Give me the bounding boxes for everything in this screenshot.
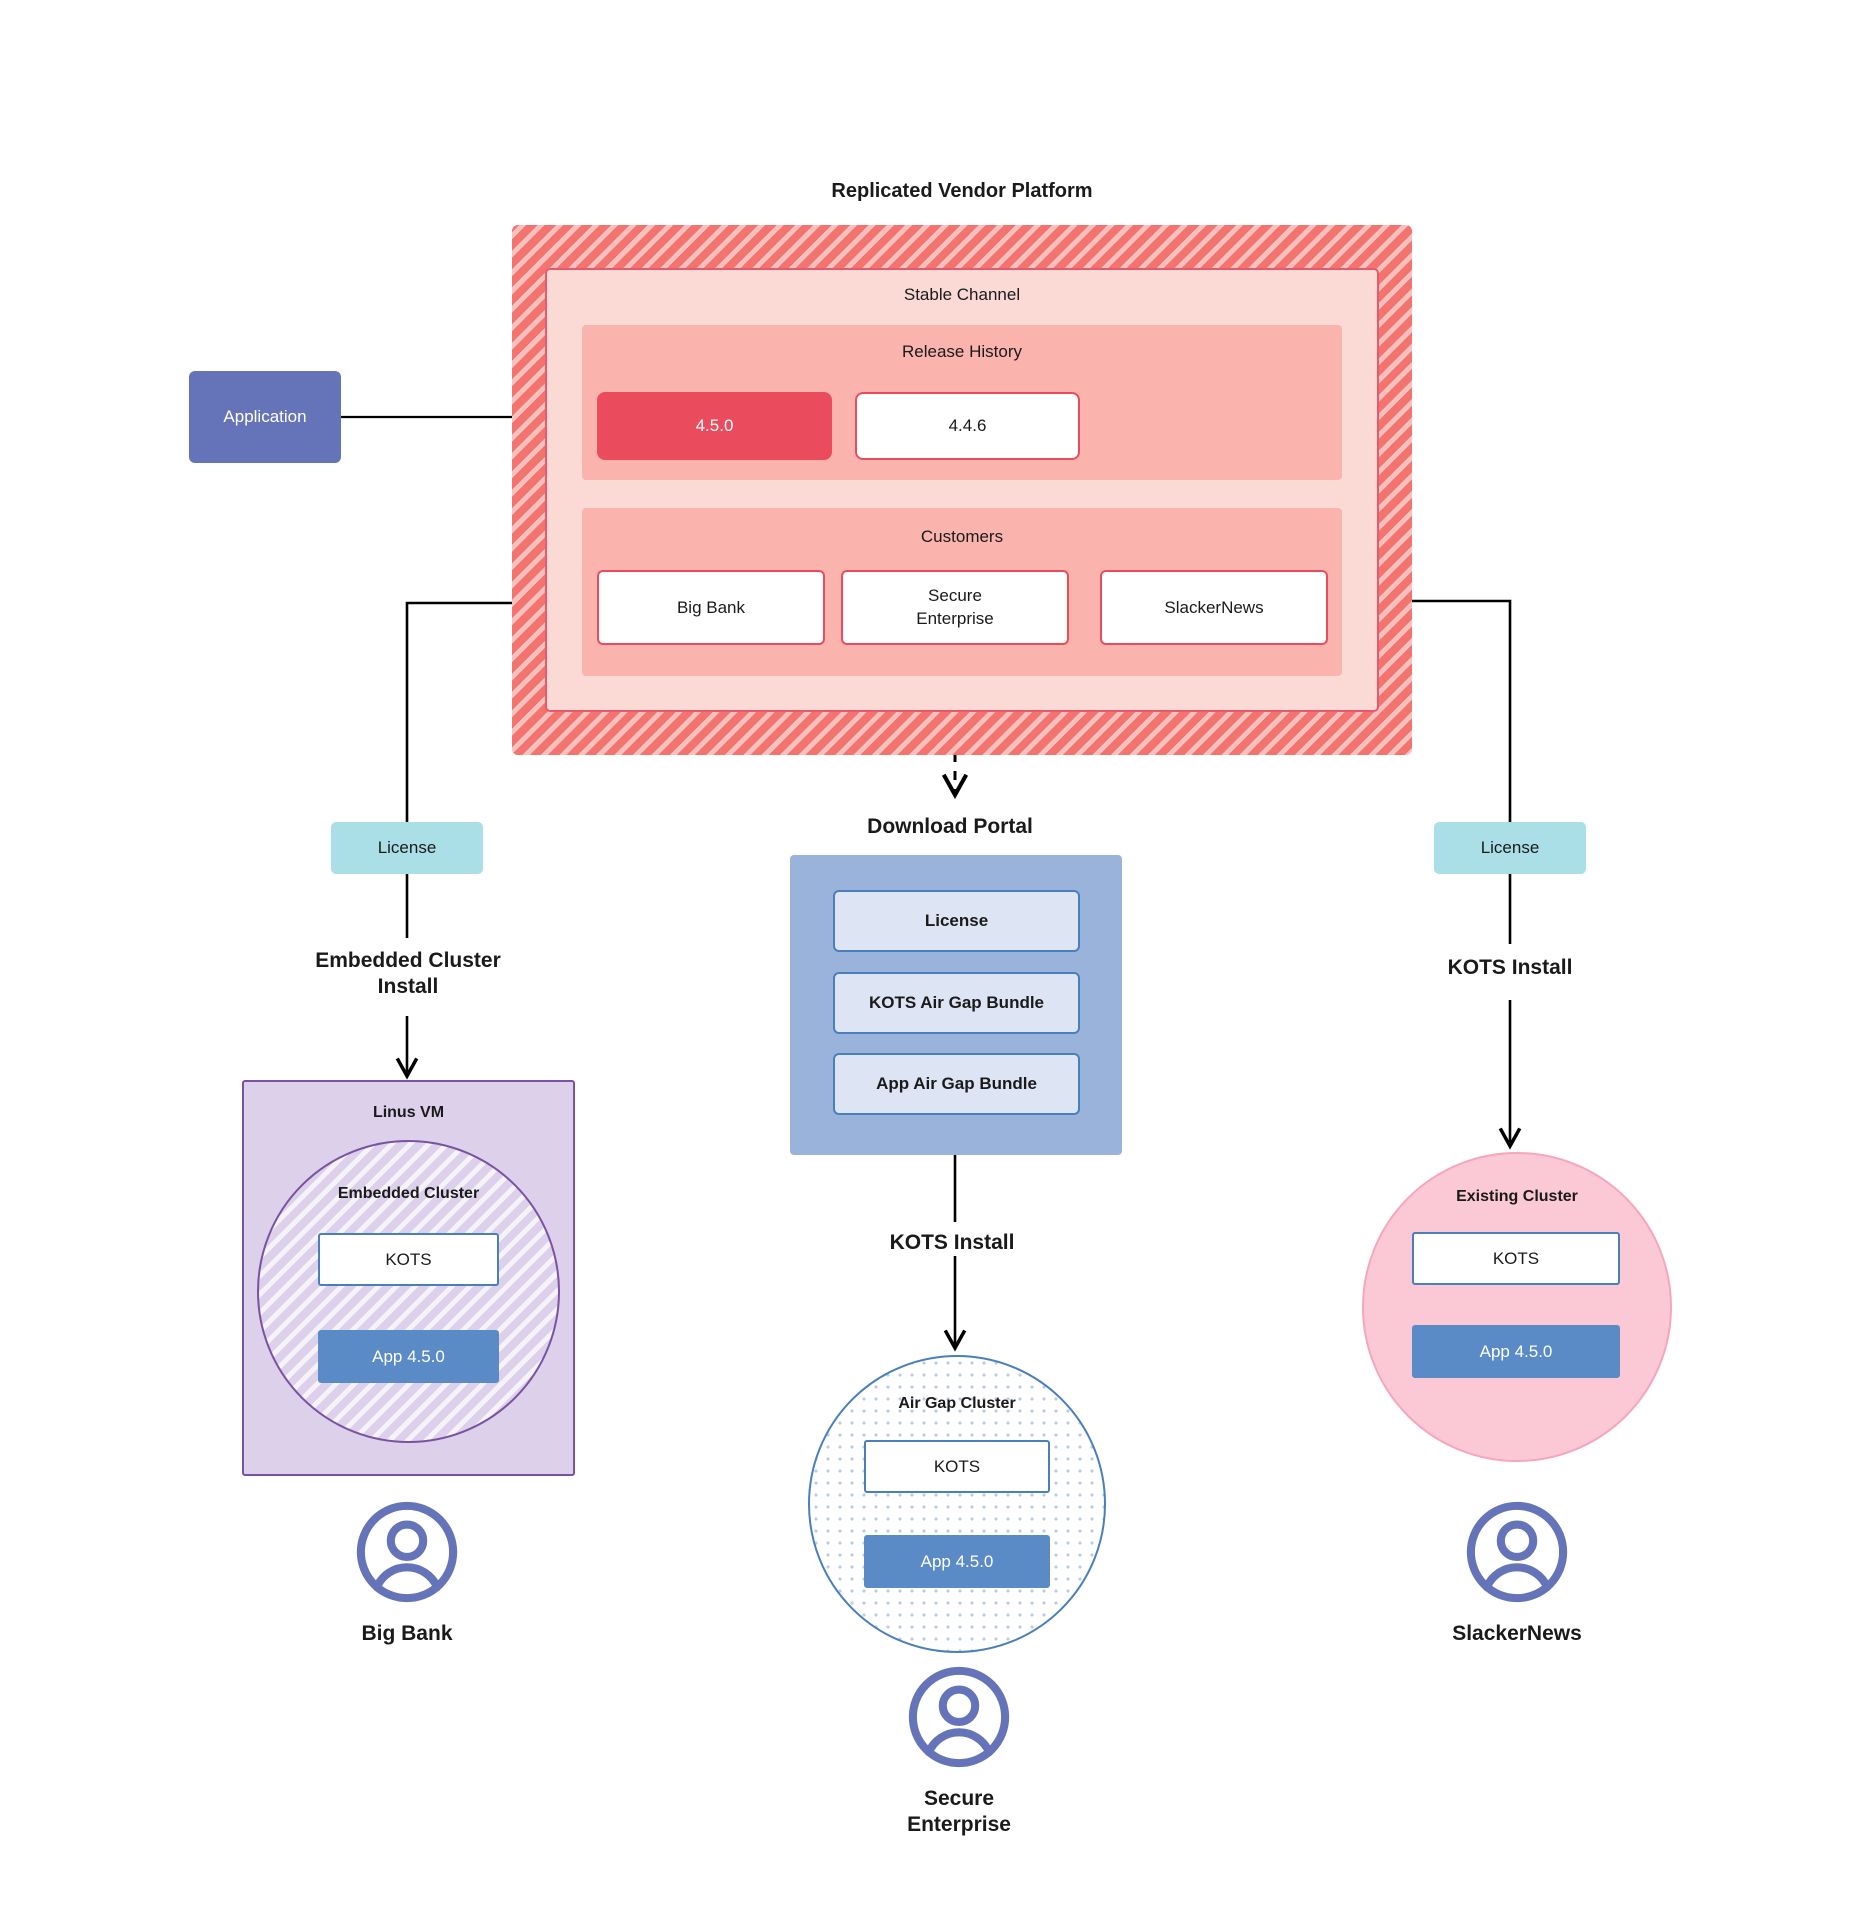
existing-cluster-circle [1362,1152,1672,1462]
persona-label-big-bank: Big Bank [361,1622,453,1645]
customer-box-secure-enterprise[interactable]: Secure Enterprise [841,570,1069,645]
edge-label-kots-install-center: KOTS Install [889,1231,1015,1254]
release-box-previous[interactable]: 4.4.6 [855,392,1080,460]
license-chip-right[interactable]: License [1434,822,1586,874]
embedded-cluster-app-box[interactable]: App 4.5.0 [318,1330,499,1383]
linux-vm-label: Linus VM [372,1104,445,1121]
air-gap-cluster-label: Air Gap Cluster [898,1395,1016,1412]
page-title: Replicated Vendor Platform [831,179,1093,202]
download-item-license[interactable]: License [833,890,1080,952]
persona-label-slackernews: SlackerNews [1452,1622,1582,1645]
persona-label-secure-enterprise: Secure Enterprise [907,1787,1011,1837]
persona-secure-enterprise: Secure Enterprise [849,1663,1069,1839]
download-portal-title: Download Portal [867,815,1033,838]
download-item-app-air-gap-bundle[interactable]: App Air Gap Bundle [833,1053,1080,1115]
embedded-cluster-circle [257,1140,560,1443]
existing-cluster-kots-box[interactable]: KOTS [1412,1232,1620,1285]
customer-box-big-bank[interactable]: Big Bank [597,570,825,645]
stable-channel-label: Stable Channel [903,285,1021,304]
user-avatar-icon [1466,1501,1568,1603]
release-box-current[interactable]: 4.5.0 [597,392,832,460]
embedded-cluster-label: Embedded Cluster [337,1185,480,1202]
air-gap-cluster-app-box[interactable]: App 4.5.0 [864,1535,1050,1588]
edge-label-embedded-cluster-install: Embedded Cluster Install [315,949,501,999]
license-chip-left[interactable]: License [331,822,483,874]
customer-box-slackernews[interactable]: SlackerNews [1100,570,1328,645]
release-history-label: Release History [902,342,1022,361]
air-gap-cluster-kots-box[interactable]: KOTS [864,1440,1050,1493]
persona-big-bank: Big Bank [297,1498,517,1647]
existing-cluster-label: Existing Cluster [1456,1188,1578,1205]
application-box[interactable]: Application [189,371,341,463]
embedded-cluster-kots-box[interactable]: KOTS [318,1233,499,1286]
edge-label-kots-install-right: KOTS Install [1447,956,1573,979]
user-avatar-icon [908,1666,1010,1768]
persona-slackernews: SlackerNews [1407,1498,1627,1647]
customers-label: Customers [920,527,1004,546]
user-avatar-icon [356,1501,458,1603]
download-item-kots-air-gap-bundle[interactable]: KOTS Air Gap Bundle [833,972,1080,1034]
air-gap-cluster-circle [808,1355,1106,1653]
existing-cluster-app-box[interactable]: App 4.5.0 [1412,1325,1620,1378]
